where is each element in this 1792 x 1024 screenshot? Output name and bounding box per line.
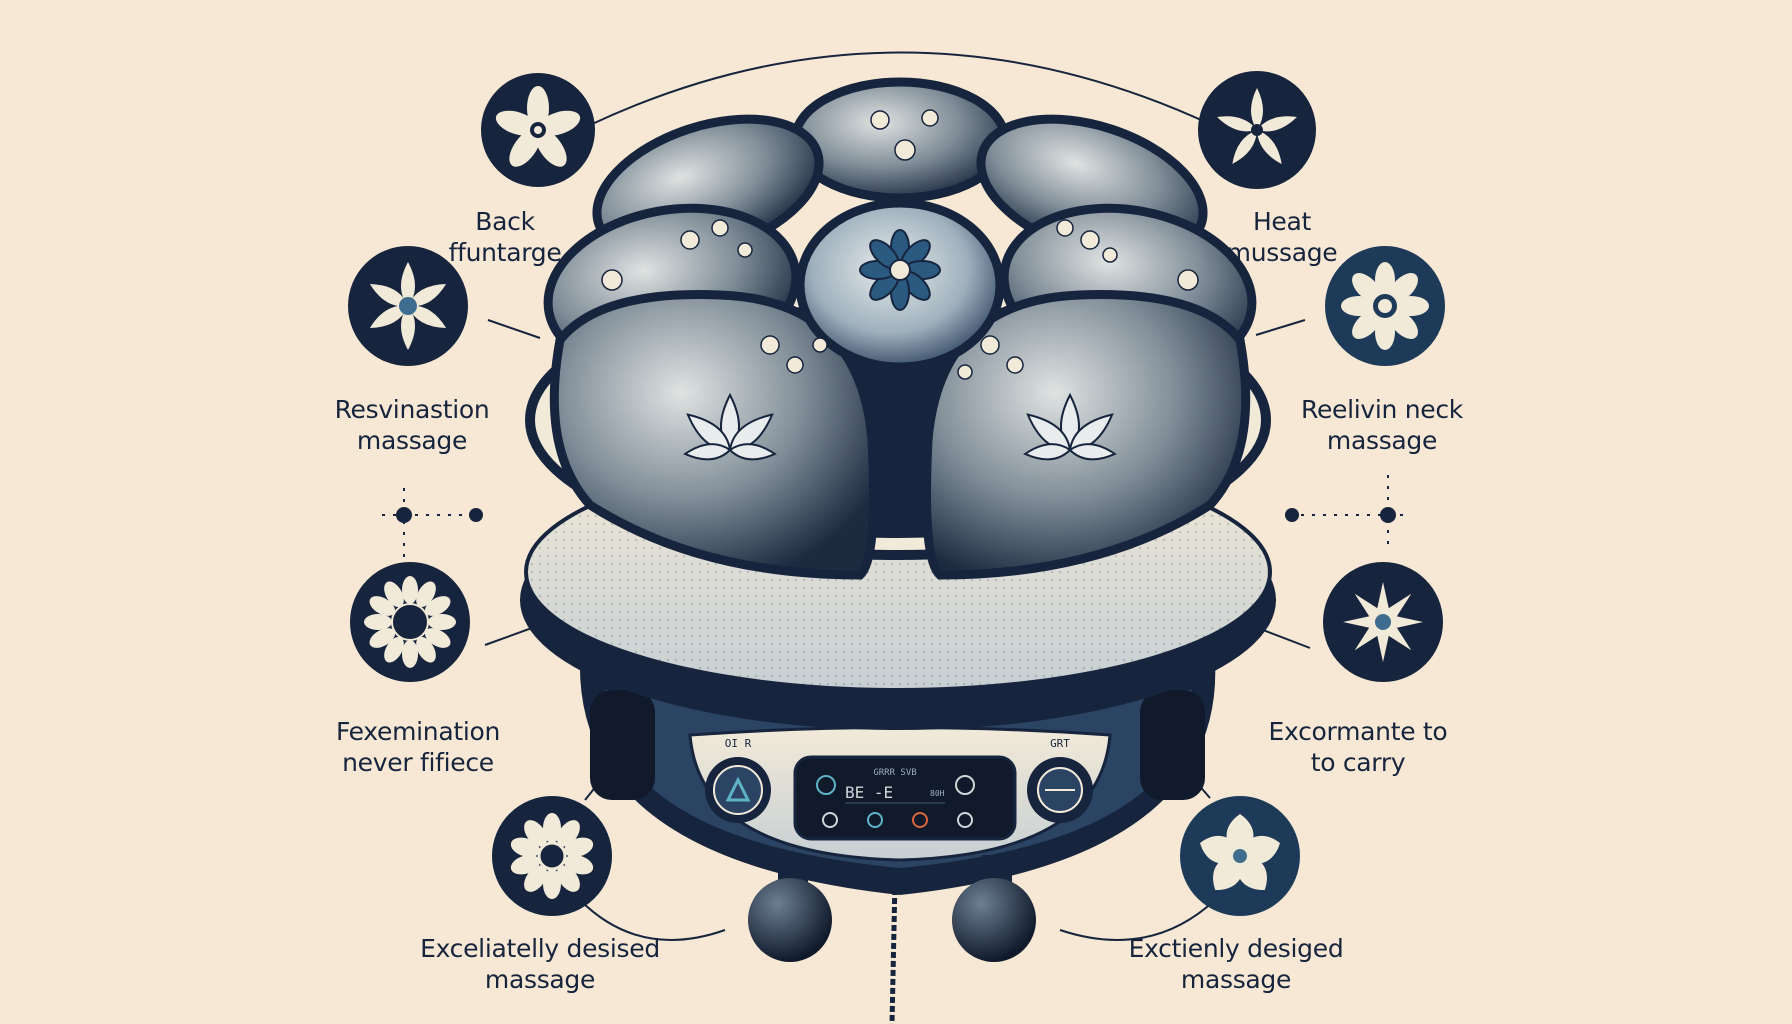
feature-label-line2: to carry <box>1310 748 1406 777</box>
display-readout: BE -E <box>845 783 893 802</box>
feature-icon-back <box>481 73 595 187</box>
feature-label-line2: massage <box>484 965 596 994</box>
feature-label-line1: Back <box>475 207 535 236</box>
left-foot-ball <box>748 855 832 962</box>
power-cable <box>889 879 898 1024</box>
feature-label-line1: Exceliatelly desised <box>420 934 660 963</box>
feature-label-line1: Exctienly desiged <box>1128 934 1344 963</box>
feature-label-line2: massage <box>356 426 468 455</box>
feature-label-line1: Resvinastion <box>334 395 490 424</box>
feature-label-exctienly: Exctienly desiged massage <box>1086 933 1386 995</box>
feature-label-exceliatelly: Exceliatelly desised massage <box>390 933 690 995</box>
left-dot-connector <box>382 488 483 570</box>
mode-button-d[interactable] <box>867 812 883 828</box>
feature-label-line2: ffuntarge <box>448 238 562 267</box>
feature-label-line2: never fifiece <box>342 748 494 777</box>
feature-icon-fexemination <box>350 562 470 682</box>
right-foot-ball <box>952 855 1036 962</box>
mode-button-a[interactable] <box>816 775 836 795</box>
control-display-panel <box>793 755 1017 841</box>
feature-label-line1: Excormante to <box>1268 717 1448 746</box>
feature-label-line1: Reelivin neck <box>1301 395 1463 424</box>
right-power-knob[interactable] <box>1027 757 1093 823</box>
feature-icon-heat <box>1198 71 1316 189</box>
feature-label-heat: Heat mussage <box>1132 206 1432 268</box>
display-top-text: GRRR SVB <box>873 768 916 778</box>
left-knob-label: OI R <box>725 737 752 750</box>
right-knob-label: GRT <box>1050 737 1070 750</box>
feature-label-back: Back ffuntarge <box>355 206 655 268</box>
feature-icon-neck <box>1325 246 1445 366</box>
top-connector-arc <box>589 51 1213 126</box>
feature-icon-excormante <box>1323 562 1443 682</box>
feature-label-resvinastion: Resvinastion massage <box>262 394 562 456</box>
node-floral-pattern <box>601 109 1199 461</box>
mode-button-c[interactable] <box>822 812 838 828</box>
mode-button-f[interactable] <box>957 812 973 828</box>
feature-label-line1: Fexemination <box>335 717 501 746</box>
feature-icon-resvinastion <box>348 246 468 366</box>
display-side-text: 80H <box>930 789 945 798</box>
left-mode-knob[interactable] <box>705 757 771 823</box>
feature-label-neck: Reelivin neck massage <box>1232 394 1532 456</box>
feature-label-fexemination: Fexemination never fifiece <box>268 716 568 778</box>
feature-label-line2: mussage <box>1226 238 1338 267</box>
mode-button-b[interactable] <box>955 775 975 795</box>
feature-icon-exctienly <box>1180 796 1300 916</box>
feature-label-line2: massage <box>1180 965 1292 994</box>
massager-device: OI R GRT GRRR SVB BE -E 80H <box>520 77 1276 1024</box>
feature-label-line2: massage <box>1326 426 1438 455</box>
mode-button-e[interactable] <box>912 812 928 828</box>
feature-label-line1: Heat <box>1252 207 1312 236</box>
feature-icon-exceliatelly <box>492 796 612 916</box>
feature-label-excormante: Excormante to to carry <box>1208 716 1508 778</box>
right-dot-connector <box>1285 475 1410 545</box>
